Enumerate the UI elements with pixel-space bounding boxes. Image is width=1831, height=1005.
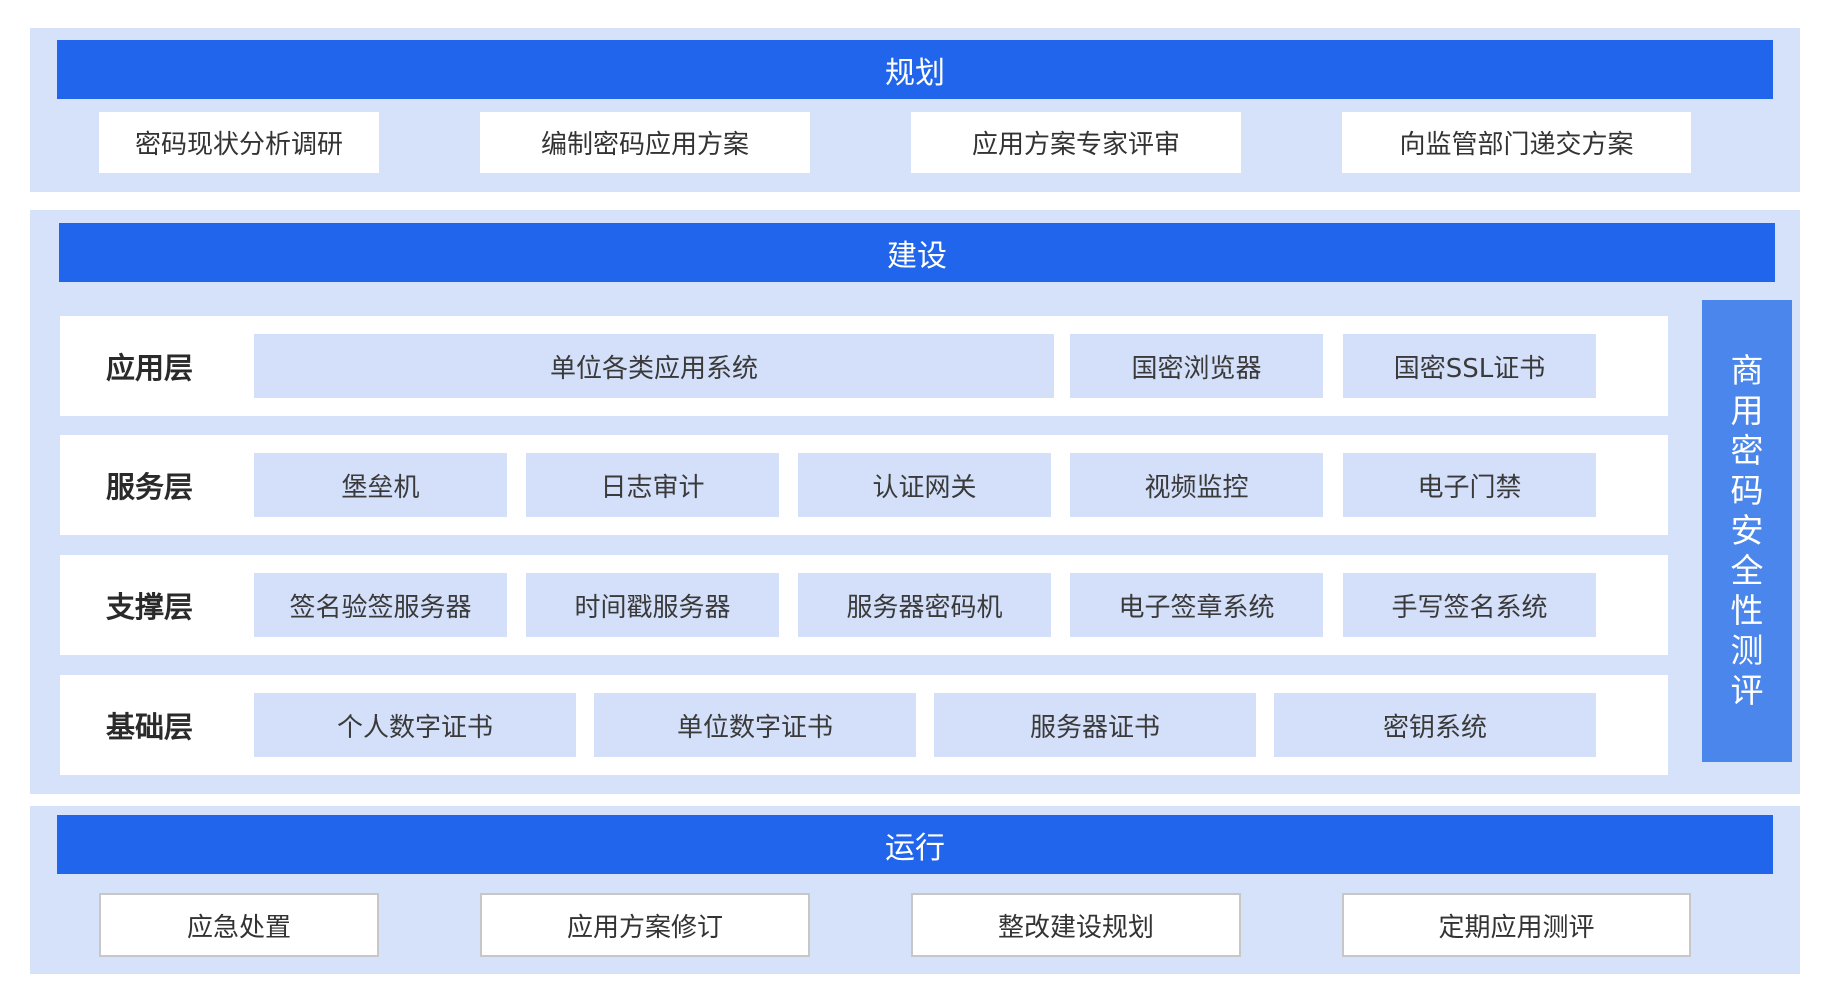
layer-cell: 服务器证书 [934, 693, 1256, 757]
side-label-char: 测 [1730, 631, 1764, 670]
side-label-char: 用 [1730, 391, 1764, 430]
layer-label: 服务层 [106, 470, 194, 504]
side-label-char: 性 [1730, 591, 1764, 630]
layer-cell: 电子门禁 [1343, 453, 1596, 517]
layer-cell: 国密浏览器 [1070, 334, 1323, 398]
layer-application: 应用层 单位各类应用系统 国密浏览器 国密SSL证书 [60, 316, 1668, 416]
planning-item-4: 向监管部门递交方案 [1342, 112, 1691, 173]
side-label-char: 商 [1730, 351, 1764, 390]
layer-cell: 单位数字证书 [594, 693, 916, 757]
layer-cell: 个人数字证书 [254, 693, 576, 757]
side-label-commercial-crypto-assessment: 商 用 密 码 安 全 性 测 评 [1702, 300, 1792, 762]
layer-cell: 密钥系统 [1274, 693, 1596, 757]
layer-cell: 电子签章系统 [1070, 573, 1323, 637]
layer-cell: 堡垒机 [254, 453, 507, 517]
layer-cell: 认证网关 [798, 453, 1051, 517]
side-label-char: 安 [1730, 511, 1764, 550]
layer-foundation: 基础层 个人数字证书 单位数字证书 服务器证书 密钥系统 [60, 675, 1668, 775]
layer-cell: 服务器密码机 [798, 573, 1051, 637]
layer-cell: 视频监控 [1070, 453, 1323, 517]
side-label-char: 码 [1730, 471, 1764, 510]
layer-cell: 签名验签服务器 [254, 573, 507, 637]
operation-item-1: 应急处置 [99, 893, 379, 957]
layer-label: 基础层 [106, 710, 194, 744]
construction-title-bar: 建设 [59, 223, 1775, 282]
layer-label: 应用层 [106, 351, 194, 385]
layer-support: 支撑层 签名验签服务器 时间戳服务器 服务器密码机 电子签章系统 手写签名系统 [60, 555, 1668, 655]
layer-cell: 单位各类应用系统 [254, 334, 1054, 398]
layer-cell: 日志审计 [526, 453, 779, 517]
planning-item-2: 编制密码应用方案 [480, 112, 810, 173]
side-label-char: 密 [1730, 431, 1764, 470]
operation-item-2: 应用方案修订 [480, 893, 810, 957]
planning-title-bar: 规划 [57, 40, 1773, 99]
planning-item-1: 密码现状分析调研 [99, 112, 379, 173]
layer-service: 服务层 堡垒机 日志审计 认证网关 视频监控 电子门禁 [60, 435, 1668, 535]
planning-item-3: 应用方案专家评审 [911, 112, 1241, 173]
operation-item-4: 定期应用测评 [1342, 893, 1691, 957]
layer-cell: 时间戳服务器 [526, 573, 779, 637]
operation-title-bar: 运行 [57, 815, 1773, 874]
side-label-char: 评 [1730, 671, 1764, 710]
side-label-char: 全 [1730, 551, 1764, 590]
operation-item-3: 整改建设规划 [911, 893, 1241, 957]
layer-cell: 手写签名系统 [1343, 573, 1596, 637]
layer-label: 支撑层 [106, 590, 194, 624]
layer-cell: 国密SSL证书 [1343, 334, 1596, 398]
